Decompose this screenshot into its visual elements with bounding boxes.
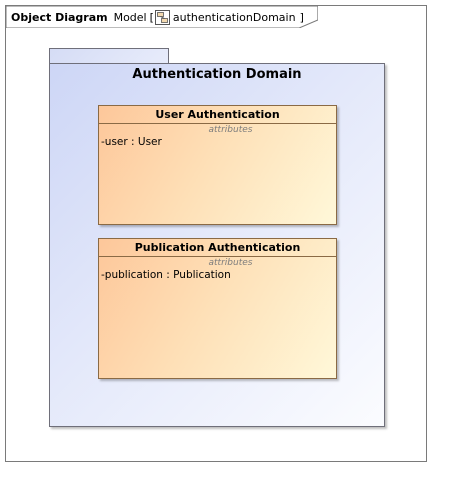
object-diagram-icon <box>154 9 170 25</box>
diagram-name: authenticationDomain <box>172 10 296 24</box>
bracket-open: [ <box>149 10 154 24</box>
compartment-title: attributes <box>208 125 253 135</box>
class-name: User Authentication <box>99 106 336 124</box>
attributes-compartment: attributes -publication : Publication <box>99 257 336 282</box>
package-tab <box>49 48 169 64</box>
diagram-context: Model <box>113 10 147 24</box>
attribute-user[interactable]: -user : User <box>101 136 162 148</box>
attributes-compartment: attributes -user : User <box>99 124 336 149</box>
compartment-title: attributes <box>208 258 253 268</box>
bracket-close: ] <box>299 10 304 24</box>
class-publication-authentication[interactable]: Publication Authentication attributes -p… <box>98 238 337 379</box>
package-title: Authentication Domain <box>132 67 302 82</box>
class-user-authentication[interactable]: User Authentication attributes -user : U… <box>98 105 337 225</box>
class-name: Publication Authentication <box>99 239 336 257</box>
diagram-frame-label[interactable]: Object Diagram Model [ authenticationDom… <box>6 6 318 28</box>
diagram-kind: Object Diagram <box>11 10 108 24</box>
attribute-publication[interactable]: -publication : Publication <box>101 269 231 281</box>
